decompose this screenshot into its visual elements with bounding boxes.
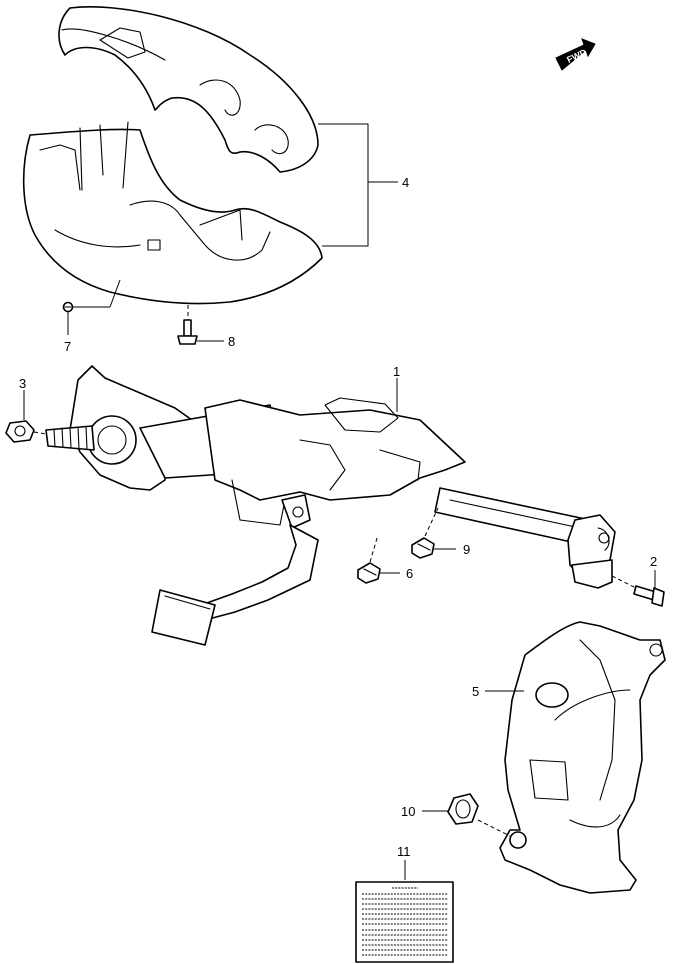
callout-6: 6 bbox=[406, 566, 413, 581]
callout-10: 10 bbox=[401, 804, 415, 819]
upper-column-cover bbox=[58, 6, 319, 173]
nut-part-6 bbox=[357, 534, 400, 584]
callout-11: 11 bbox=[397, 844, 411, 859]
callout-8: 8 bbox=[228, 334, 235, 349]
fwd-arrow-icon: FWD bbox=[555, 38, 596, 71]
callout-4-bracket bbox=[318, 123, 398, 247]
callout-5: 5 bbox=[472, 684, 479, 699]
lower-column-cover bbox=[22, 121, 323, 305]
callout-7: 7 bbox=[64, 339, 71, 354]
screw-part-7 bbox=[62, 279, 121, 335]
grommet-part-10 bbox=[422, 793, 511, 837]
caution-label bbox=[355, 860, 454, 963]
bolt-part-8 bbox=[177, 305, 224, 345]
callout-1: 1 bbox=[393, 364, 400, 379]
bolt-part-2 bbox=[611, 570, 665, 607]
column-hole-cover bbox=[485, 621, 666, 894]
nut-part-3 bbox=[5, 390, 53, 443]
nut-part-9 bbox=[411, 507, 456, 559]
callout-2: 2 bbox=[650, 554, 657, 569]
callout-4: 4 bbox=[402, 175, 409, 190]
callout-9: 9 bbox=[463, 542, 470, 557]
steering-column-assembly bbox=[45, 365, 616, 646]
callout-3: 3 bbox=[19, 376, 26, 391]
